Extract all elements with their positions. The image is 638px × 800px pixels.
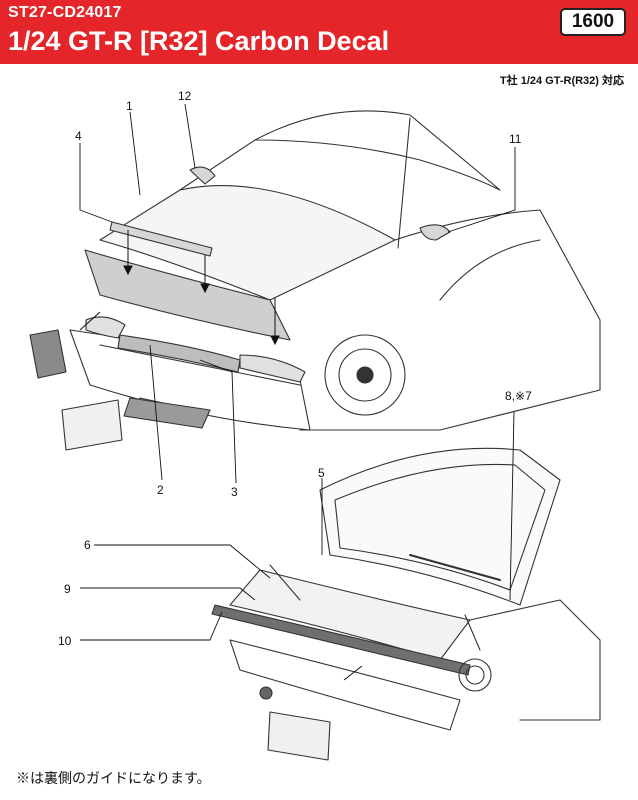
callout-1: 1: [126, 99, 133, 113]
front-car-illustration: [69, 110, 601, 431]
callout-2: 2: [157, 483, 164, 497]
callout-9: 9: [64, 582, 71, 596]
callout-6: 6: [84, 538, 91, 552]
decal-piece-left-turn-signal: [29, 329, 67, 379]
rear-car-illustration: [211, 447, 601, 761]
price-badge: 1600: [560, 8, 626, 36]
callout-8-7: 8,※7: [505, 389, 532, 403]
callout-10: 10: [58, 634, 72, 648]
decal-piece-number-plate-front: [61, 399, 123, 451]
decal-piece-lower-grille: [123, 397, 211, 429]
callout-4: 4: [75, 129, 82, 143]
callout-11: 11: [509, 132, 522, 146]
callout-5: 5: [318, 466, 325, 480]
product-code: ST27-CD24017: [8, 4, 122, 21]
compatibility-note: T社 1/24 GT-R(R32) 対応: [499, 75, 624, 87]
header-banner: ST27-CD24017 1/24 GT-R [R32] Carbon Deca…: [0, 0, 638, 64]
footer-note: ※は裏側のガイドになります。: [16, 770, 211, 786]
product-title: 1/24 GT-R [R32] Carbon Decal: [8, 26, 390, 56]
callout-12: 12: [178, 89, 192, 103]
callout-3: 3: [231, 485, 238, 499]
